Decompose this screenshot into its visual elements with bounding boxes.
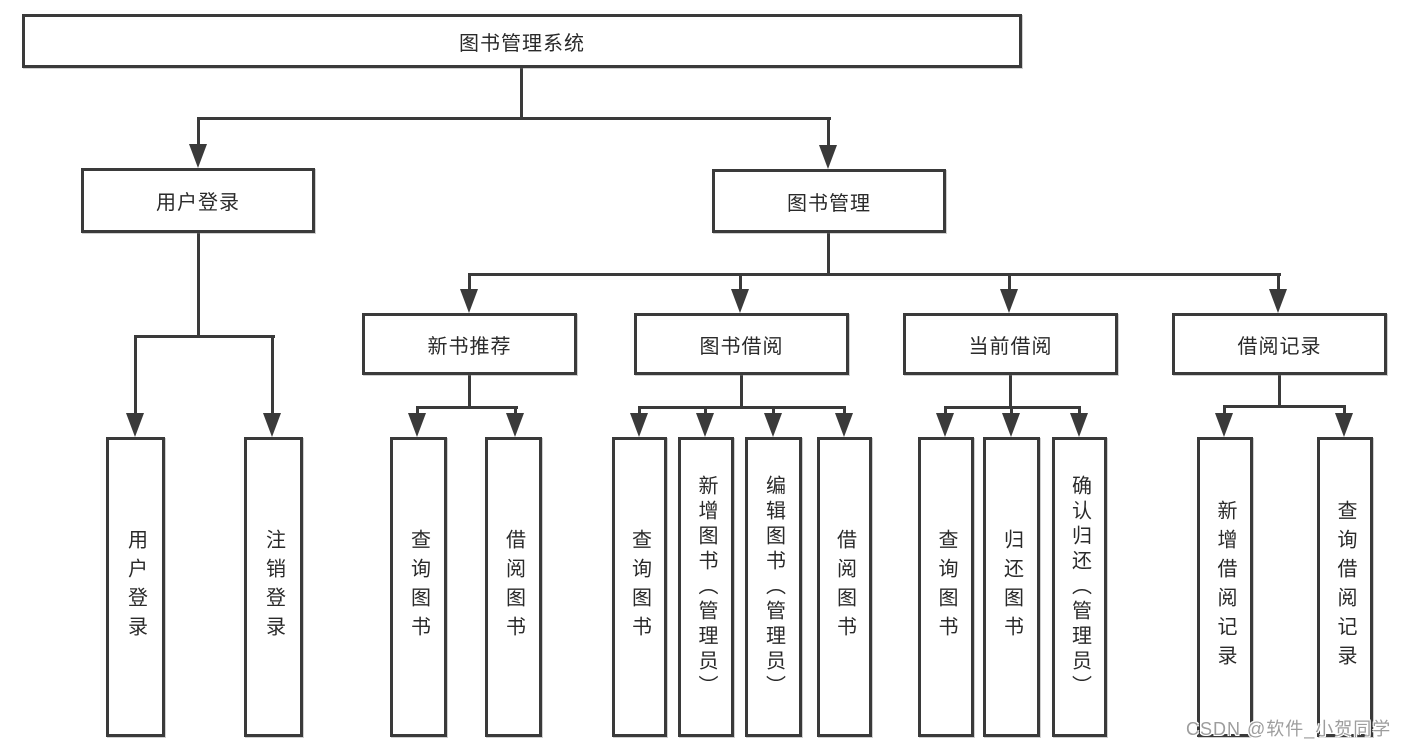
arrowhead-down-icon (630, 413, 648, 437)
arrowhead-down-icon (835, 413, 853, 437)
connector-newbook-bar (416, 406, 518, 409)
connector-line-vertical (271, 335, 274, 415)
connector-line-vertical (1078, 406, 1081, 416)
leaf-records-query-record-label: 查询借阅记录 (1334, 500, 1356, 674)
connector-line-vertical (1223, 405, 1226, 416)
arrowhead-down-icon (408, 413, 426, 437)
leaf-borrow-add-books-admin: 新增图书（管理员） (678, 437, 734, 737)
arrowhead-down-icon (506, 413, 524, 437)
node-borrow-records-label: 借阅记录 (1237, 335, 1322, 358)
node-root-label: 图书管理系统 (459, 32, 585, 55)
leaf-records-add-record-label: 新增借阅记录 (1214, 500, 1236, 674)
connector-line-vertical (468, 273, 471, 291)
leaf-borrow-query-books-label: 查询图书 (628, 529, 651, 645)
arrowhead-down-icon (1269, 289, 1287, 313)
leaf-current-query-books: 查询图书 (918, 437, 974, 737)
connector-records-bar (1223, 405, 1346, 408)
leaf-records-add-record: 新增借阅记录 (1197, 437, 1253, 737)
node-current-borrow-label: 当前借阅 (968, 335, 1053, 358)
connector-line-vertical (197, 117, 200, 145)
leaf-current-confirm-return-admin-label: 确认归还（管理员） (1068, 474, 1091, 700)
leaf-newbook-query-books-label: 查询图书 (407, 529, 430, 645)
node-new-book-recommend-label: 新书推荐 (427, 335, 512, 358)
connector-newbook-stem (468, 375, 471, 408)
leaf-borrow-add-books-admin-label: 新增图书（管理员） (695, 474, 717, 700)
connector-root-stem (520, 68, 523, 118)
connector-line-vertical (704, 406, 707, 416)
node-book-management-label: 图书管理 (787, 192, 871, 215)
connector-line-vertical (1343, 405, 1346, 416)
leaf-logout: 注销登录 (244, 437, 303, 737)
connector-line-vertical (739, 273, 742, 291)
connector-borrow-bar (638, 406, 846, 409)
arrowhead-down-icon (696, 413, 714, 437)
node-borrow-records: 借阅记录 (1172, 313, 1387, 375)
arrowhead-down-icon (189, 144, 207, 168)
connector-line-vertical (514, 406, 517, 416)
arrowhead-down-icon (1215, 413, 1233, 437)
connector-borrow-stem (740, 375, 743, 408)
arrowhead-down-icon (764, 413, 782, 437)
leaf-newbook-borrow-books: 借阅图书 (485, 437, 542, 737)
leaf-newbook-borrow-books-label: 借阅图书 (502, 529, 525, 645)
connector-user-login-bar (134, 335, 275, 338)
leaf-borrow-query-books: 查询图书 (612, 437, 667, 737)
connector-line-vertical (1010, 406, 1013, 416)
node-root: 图书管理系统 (22, 14, 1022, 68)
leaf-borrow-borrow-books: 借阅图书 (817, 437, 872, 737)
leaf-borrow-edit-books-admin-label: 编辑图书（管理员） (762, 474, 785, 700)
leaf-current-return-books-label: 归还图书 (1000, 529, 1023, 645)
connector-line-vertical (134, 335, 137, 415)
leaf-user-login-label: 用户登录 (124, 529, 147, 645)
connector-line-vertical (944, 406, 947, 416)
arrowhead-down-icon (819, 145, 837, 169)
connector-line-vertical (638, 406, 641, 416)
connector-line-vertical (416, 406, 419, 416)
arrowhead-down-icon (126, 413, 144, 437)
arrowhead-down-icon (936, 413, 954, 437)
arrowhead-down-icon (460, 289, 478, 313)
arrowhead-down-icon (1002, 413, 1020, 437)
connector-line-vertical (772, 406, 775, 416)
arrowhead-down-icon (731, 289, 749, 313)
connector-current-stem (1009, 375, 1012, 408)
arrowhead-down-icon (1070, 413, 1088, 437)
leaf-records-query-record: 查询借阅记录 (1317, 437, 1373, 737)
node-book-management: 图书管理 (712, 169, 946, 233)
arrowhead-down-icon (263, 413, 281, 437)
connector-book-mgmt-stem (827, 233, 830, 275)
node-new-book-recommend: 新书推荐 (362, 313, 577, 375)
node-user-login: 用户登录 (81, 168, 315, 233)
node-book-borrow: 图书借阅 (634, 313, 849, 375)
connector-line-vertical (1008, 273, 1011, 291)
node-current-borrow: 当前借阅 (903, 313, 1118, 375)
connector-line-vertical (827, 117, 830, 146)
leaf-current-confirm-return-admin: 确认归还（管理员） (1052, 437, 1107, 737)
leaf-current-return-books: 归还图书 (983, 437, 1040, 737)
connector-records-stem (1278, 375, 1281, 407)
connector-line-vertical (1277, 273, 1280, 291)
connector-level1-bar (197, 117, 831, 120)
watermark: CSDN @软件_小贺同学 (1186, 719, 1392, 739)
leaf-logout-label: 注销登录 (262, 529, 285, 645)
arrowhead-down-icon (1000, 289, 1018, 313)
leaf-newbook-query-books: 查询图书 (390, 437, 447, 737)
connector-line-vertical (843, 406, 846, 416)
leaf-borrow-borrow-books-label: 借阅图书 (833, 529, 856, 645)
leaf-current-query-books-label: 查询图书 (935, 529, 957, 645)
node-book-borrow-label: 图书借阅 (699, 335, 784, 358)
connector-user-login-stem (197, 233, 200, 335)
arrowhead-down-icon (1335, 413, 1353, 437)
leaf-user-login: 用户登录 (106, 437, 165, 737)
connector-level2-bar (468, 273, 1281, 276)
leaf-borrow-edit-books-admin: 编辑图书（管理员） (745, 437, 802, 737)
node-user-login-label: 用户登录 (156, 192, 240, 214)
